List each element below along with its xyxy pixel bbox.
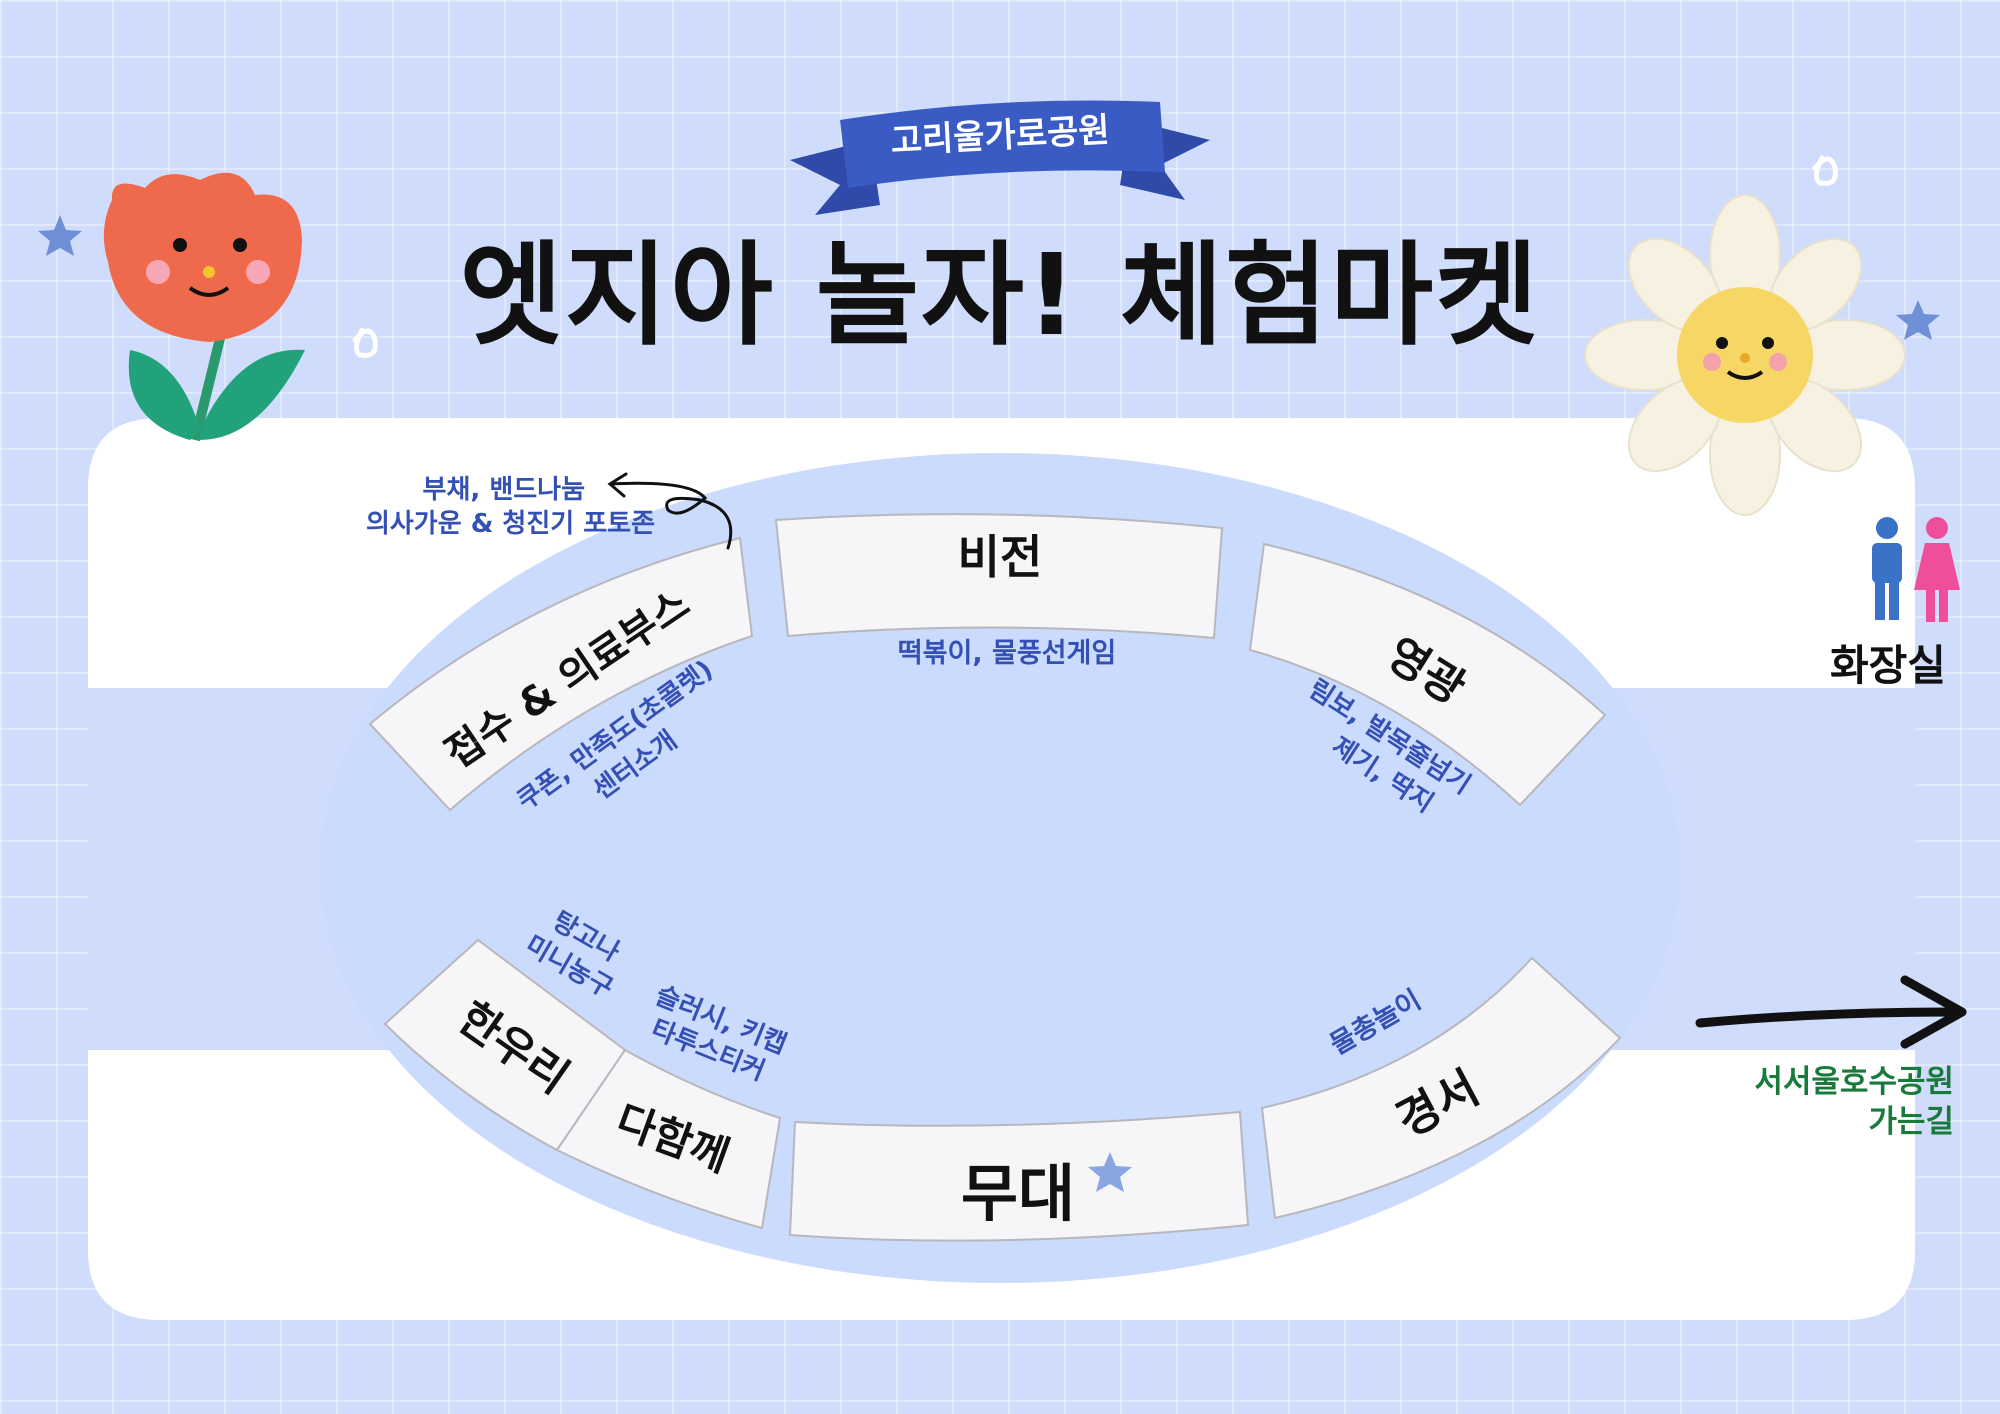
note-vision: 떡볶이, 물풍선게임 <box>898 638 1116 669</box>
note-fan-line1: 부채, 밴드나눔 <box>423 475 586 505</box>
star-icon <box>38 215 82 256</box>
tulip-icon <box>103 172 305 442</box>
banner-ribbon <box>790 100 1210 215</box>
male-restroom-icon <box>1872 517 1902 620</box>
note-fan-line2: 의사가운 & 청진기 포토존 <box>366 509 655 539</box>
booth-yeonggwang[interactable]: 영광 <box>1248 542 1607 807</box>
curly-arrow-icon <box>610 481 733 550</box>
booth-dahamkke[interactable]: 다함께 <box>555 1048 782 1230</box>
booth-gyeongseo[interactable]: 경서 <box>1260 956 1622 1220</box>
booth-vision[interactable]: 비전 <box>774 513 1224 640</box>
booth-stage[interactable]: 무대 <box>788 1110 1250 1242</box>
right-arrow-icon <box>1695 975 1967 1049</box>
booth-stage-label: 무대 <box>961 1157 1075 1230</box>
page-title: 엣지아 놀자! 체험마켓 <box>459 231 1541 361</box>
booth-vision-label: 비전 <box>958 530 1043 584</box>
female-restroom-icon <box>1914 517 1960 622</box>
daisy-icon <box>1584 194 1906 516</box>
squiggle-icon <box>1812 155 1838 186</box>
direction-line2: 가는길 <box>1868 1104 1954 1140</box>
squiggle-icon <box>352 327 378 358</box>
star-icon <box>1896 300 1940 340</box>
restroom-label: 화장실 <box>1830 641 1946 690</box>
direction-line1: 서서울호수공원 <box>1754 1064 1954 1100</box>
direction-label: 서서울호수공원 가는길 <box>1754 1062 1954 1142</box>
booth-hanuri[interactable]: 한우리 <box>383 938 627 1152</box>
arrow-head-icon <box>607 472 628 498</box>
star-icon <box>1088 1152 1132 1192</box>
